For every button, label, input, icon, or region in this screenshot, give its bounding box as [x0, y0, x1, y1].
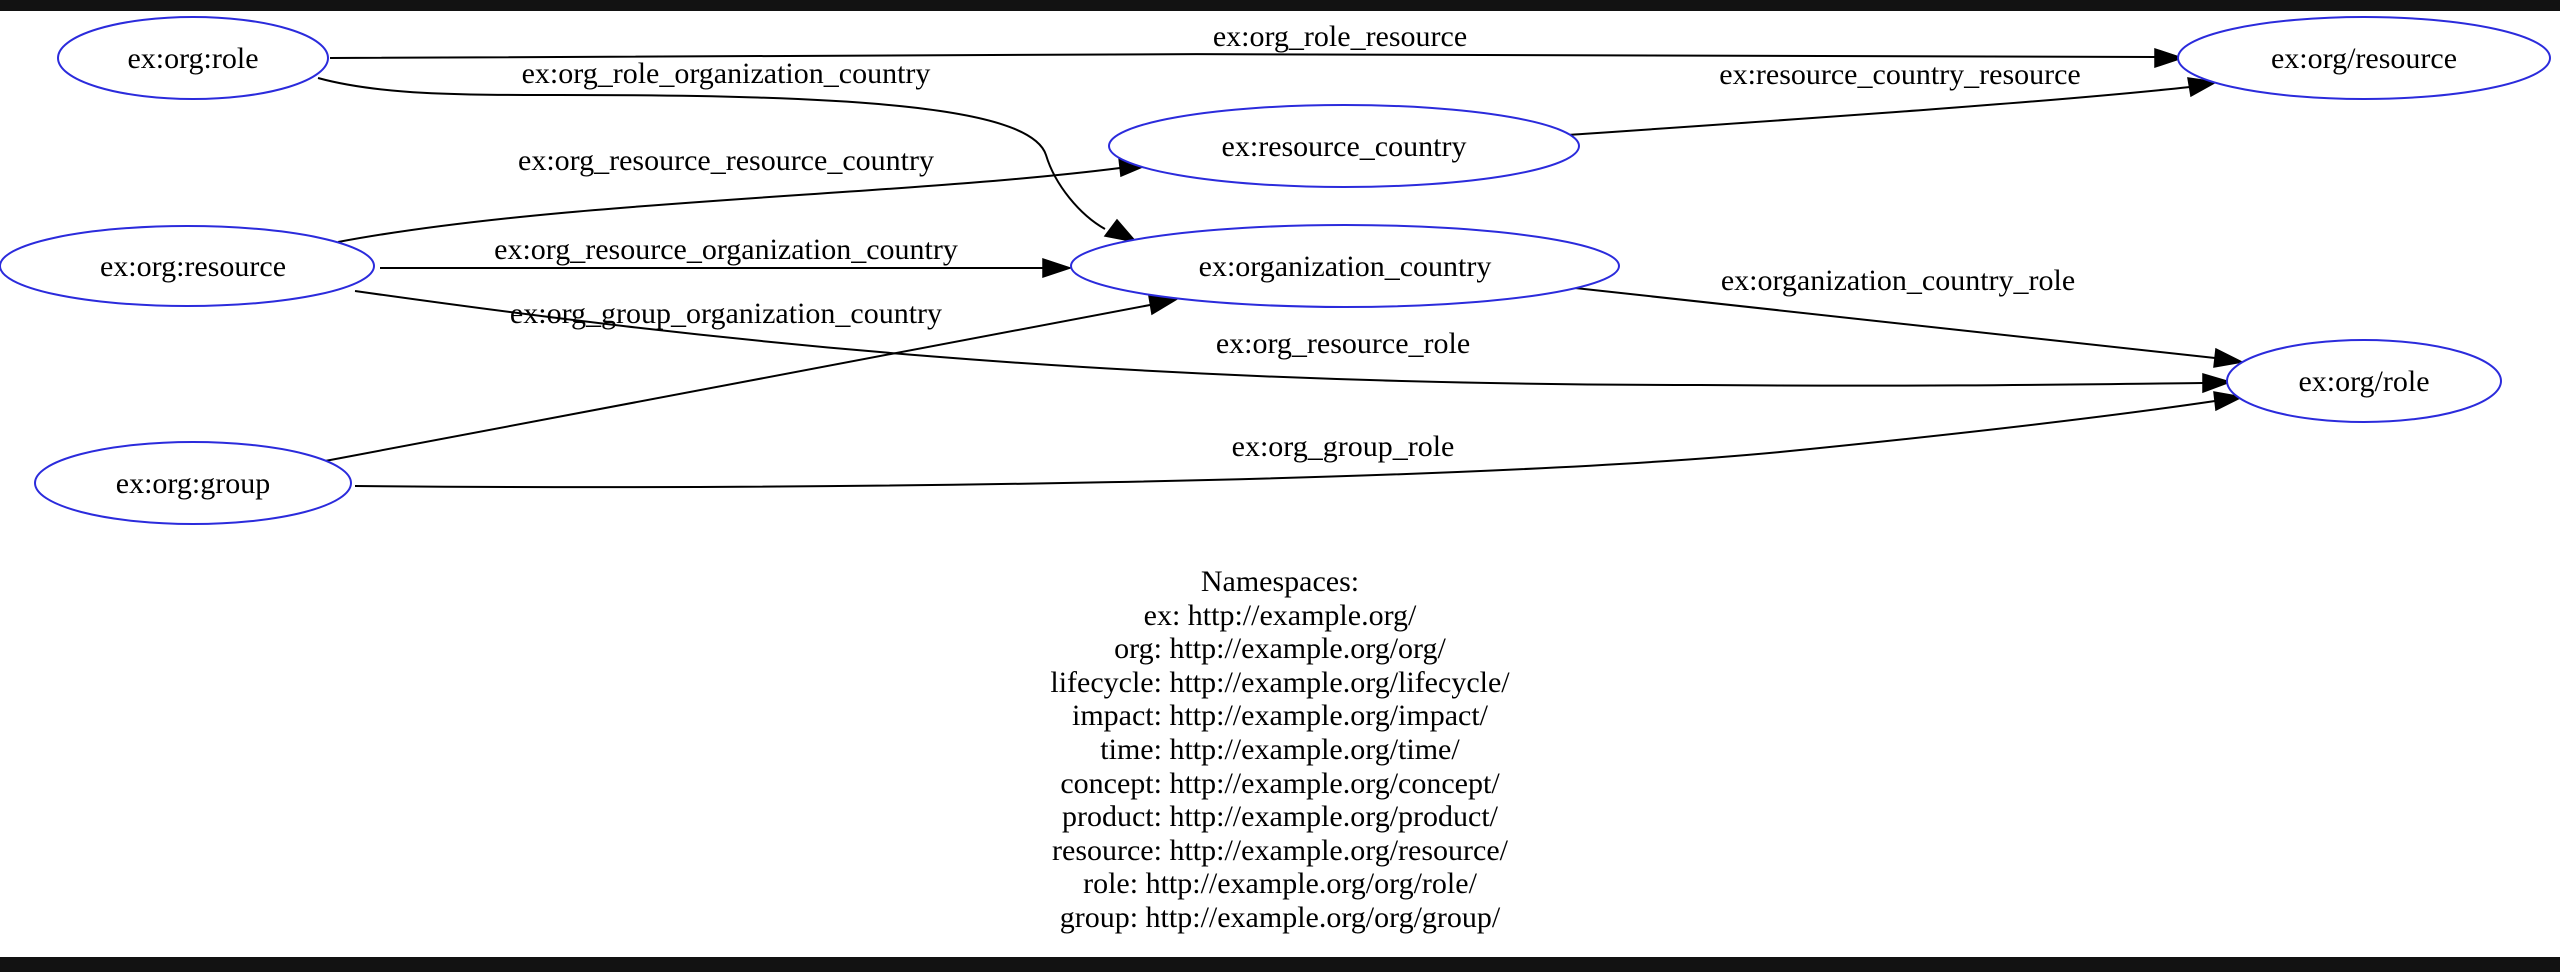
edge-label-organization-country-role: ex:organization_country_role — [1721, 264, 2075, 297]
node-org-group[interactable]: ex:org:group — [34, 441, 352, 525]
namespaces-legend: Namespaces: ex: http://example.org/ org:… — [830, 565, 1730, 935]
node-label-org-role: ex:org:role — [127, 42, 258, 75]
edge-org-resource-role: ex:org_resource_role — [354, 290, 2233, 394]
node-org-resource[interactable]: ex:org:resource — [0, 225, 375, 307]
node-org-role[interactable]: ex:org:role — [57, 16, 329, 100]
node-label-org-resource: ex:org:resource — [100, 250, 286, 283]
legend-entry: group: http://example.org/org/group/ — [1059, 900, 1501, 934]
edge-label-resource-country-resource: ex:resource_country_resource — [1719, 58, 2081, 91]
legend-entry: product: http://example.org/product/ — [1061, 800, 1499, 834]
edge-org-role-organization-country: ex:org_role_organization_country — [317, 57, 1138, 244]
edge-label-org-resource-role: ex:org_resource_role — [1216, 327, 1470, 360]
edge-label-org-role-organization-country: ex:org_role_organization_country — [522, 57, 931, 90]
node-resource-country[interactable]: ex:resource_country — [1108, 104, 1580, 188]
edge-organization-country-role: ex:organization_country_role — [1574, 264, 2245, 368]
node-label-org-slash-role: ex:org/role — [2298, 365, 2429, 398]
edge-label-org-group-role: ex:org_group_role — [1232, 430, 1455, 463]
node-organization-country[interactable]: ex:organization_country — [1070, 224, 1620, 308]
legend-entry: org: http://example.org/org/ — [1114, 632, 1446, 666]
legend-entry: lifecycle: http://example.org/lifecycle/ — [1050, 665, 1510, 699]
top-border-bar — [0, 0, 2560, 11]
node-label-org-slash-resource: ex:org/resource — [2271, 42, 2457, 75]
legend-entry: ex: http://example.org/ — [1143, 598, 1417, 632]
legend-title: Namespaces: — [1200, 565, 1360, 598]
bottom-border-bar — [0, 957, 2560, 972]
node-label-organization-country: ex:organization_country — [1199, 250, 1492, 283]
node-org-slash-role[interactable]: ex:org/role — [2226, 339, 2502, 423]
node-org-slash-resource[interactable]: ex:org/resource — [2177, 16, 2551, 100]
legend-entry: impact: http://example.org/impact/ — [1071, 699, 1488, 733]
legend-entry: time: http://example.org/time/ — [1100, 732, 1460, 766]
legend-entry: concept: http://example.org/concept/ — [1060, 766, 1500, 800]
node-label-resource-country: ex:resource_country — [1222, 130, 1467, 163]
edge-label-org-group-organization-country: ex:org_group_organization_country — [510, 297, 942, 330]
edge-org-role-resource: ex:org_role_resource — [329, 20, 2185, 69]
edge-org-resource-resource-country: ex:org_resource_resource_country — [337, 144, 1150, 243]
edge-resource-country-resource: ex:resource_country_resource — [1567, 58, 2219, 136]
edge-label-org-resource-organization-country: ex:org_resource_organization_country — [494, 233, 958, 266]
node-label-org-group: ex:org:group — [116, 467, 270, 500]
edge-label-org-resource-resource-country: ex:org_resource_resource_country — [518, 144, 934, 177]
edge-org-resource-organization-country: ex:org_resource_organization_country — [380, 233, 1073, 279]
edge-org-group-role: ex:org_group_role — [354, 391, 2245, 489]
edge-org-group-organization-country: ex:org_group_organization_country — [324, 295, 1180, 462]
edge-label-org-role-resource: ex:org_role_resource — [1213, 20, 1467, 53]
legend-entry: resource: http://example.org/resource/ — [1052, 833, 1508, 867]
legend-entry: role: http://example.org/org/role/ — [1083, 867, 1477, 901]
